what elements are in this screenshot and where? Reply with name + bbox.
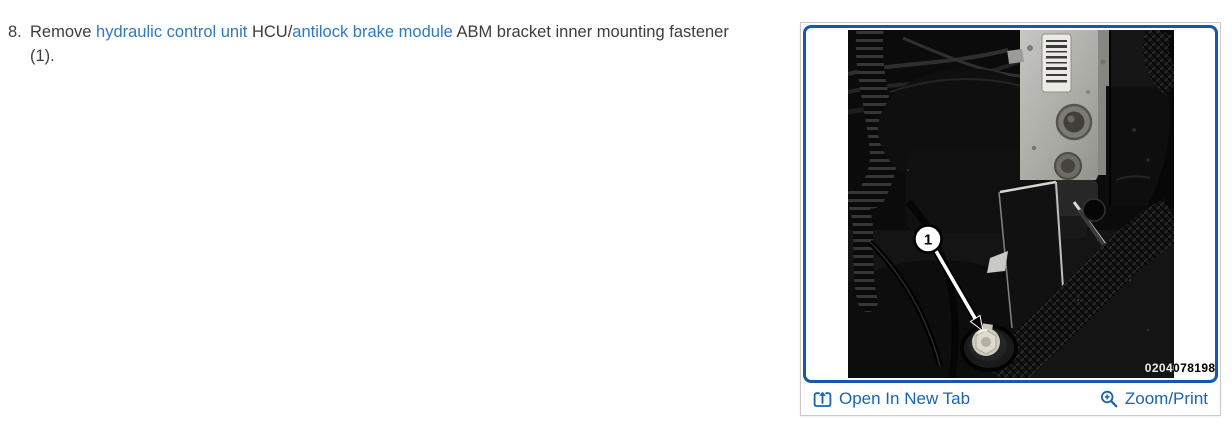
hcu-module	[1006, 30, 1110, 238]
booster-shadow-mass	[877, 68, 1054, 233]
open-in-new-tab-icon	[813, 391, 832, 407]
photo-noise	[906, 169, 1149, 331]
figure-actions-bar: Open In New Tab Zoom/Print	[801, 385, 1220, 415]
zoom-print-label: Zoom/Print	[1124, 389, 1208, 408]
figure-card: 1 0204078198 Open In New Tab	[800, 22, 1221, 416]
link-hydraulic-control-unit[interactable]: hydraulic control unit	[96, 23, 248, 41]
open-in-new-tab-label: Open In New Tab	[839, 389, 971, 408]
step-text-mid: HCU/	[247, 23, 293, 41]
figure-photo: 1	[847, 30, 1174, 378]
zoom-magnifier-icon	[1100, 390, 1118, 408]
open-in-new-tab-button[interactable]: Open In New Tab	[813, 389, 970, 409]
figure-photo-wrap: 1 0204078198	[847, 30, 1215, 378]
callout-1: 1	[912, 224, 943, 254]
hcu-barcode-label	[1041, 33, 1071, 93]
callout-arrow	[932, 249, 984, 333]
callout-1-label: 1	[923, 232, 931, 249]
step-number: 8.	[8, 23, 22, 41]
step-text: Remove hydraulic control unit HCU/antilo…	[30, 20, 808, 68]
procedure-step-8: 8. Remove hydraulic control unit HCU/ant…	[8, 20, 808, 68]
step-text-line2: (1).	[30, 47, 55, 65]
mounting-bracket	[986, 180, 1122, 330]
braided-sleeve	[981, 30, 1174, 378]
step-text-after: ABM bracket inner mounting fastener	[452, 23, 729, 41]
link-antilock-brake-module[interactable]: antilock brake module	[292, 23, 453, 41]
zoom-print-button[interactable]: Zoom/Print	[1100, 389, 1208, 409]
mounting-fastener	[959, 323, 1018, 372]
step-text-before: Remove	[30, 23, 97, 41]
figure-id-watermark: 0204078198	[1144, 361, 1216, 375]
figure-frame[interactable]: 1 0204078198	[803, 25, 1218, 383]
